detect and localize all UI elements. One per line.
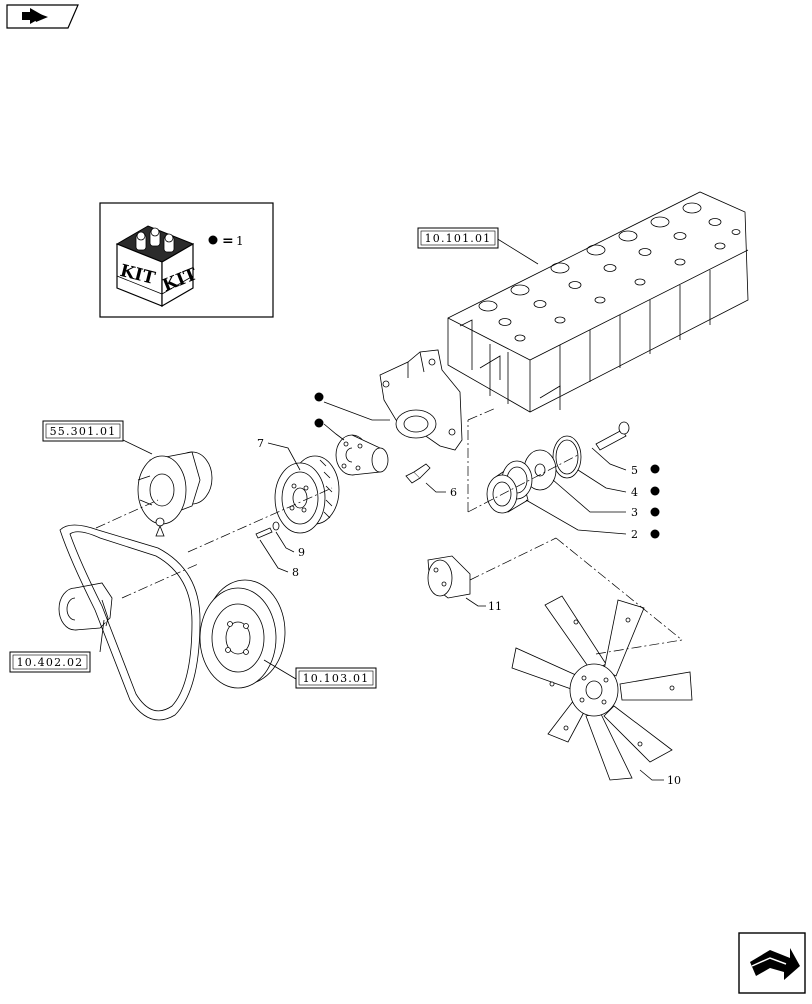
fan-hub-11-drawing: [427, 555, 471, 599]
callout-2: 2: [631, 528, 638, 541]
kit-legend: KIT KIT = 1: [99, 202, 274, 318]
bolt-5-drawing: [595, 421, 630, 451]
kit-dot-icon: [208, 235, 218, 245]
next-page-icon[interactable]: [738, 932, 806, 994]
kit-markers: [314, 392, 660, 539]
water-pump-body-drawing: [379, 349, 463, 451]
screw-8-washer-9-drawing: [255, 521, 280, 539]
snap-ring-4-drawing: [552, 435, 582, 479]
ref-label-cylinder-head: 10.101.01: [425, 232, 492, 245]
kit-box-icon: [115, 225, 195, 308]
kit-marker-dot-3: [650, 507, 660, 517]
fan-10-drawing: [511, 595, 693, 781]
pump-hub-drawing: [335, 434, 389, 476]
ref-label-water-pump: 10.402.02: [17, 656, 84, 669]
callout-11: 11: [488, 600, 502, 613]
previous-page-icon[interactable]: [6, 4, 79, 29]
ref-box-crankshaft-pulley[interactable]: 10.103.01: [295, 667, 377, 689]
poly-v-belt-drawing: [59, 524, 201, 721]
callout-10: 10: [667, 774, 681, 787]
pulley-7-drawing: [274, 455, 340, 534]
alternator-drawing: [137, 451, 213, 537]
ref-box-cylinder-head[interactable]: 10.101.01: [417, 227, 499, 249]
kit-legend-value: 1: [236, 234, 244, 248]
leader-lines: [99, 237, 664, 781]
callout-4: 4: [631, 486, 638, 499]
crankshaft-pulley-drawing: [199, 579, 286, 689]
kit-marker-dot-4: [650, 486, 660, 496]
callout-7: 7: [257, 437, 264, 450]
callout-3: 3: [631, 506, 638, 519]
bearing-2-drawing: [486, 460, 533, 514]
ref-label-alternator: 55.301.01: [50, 425, 117, 438]
kit-marker-dot-5: [650, 464, 660, 474]
assembly-centerlines: [95, 407, 683, 655]
kit-marker-dot-2: [650, 529, 660, 539]
callout-8: 8: [292, 566, 299, 579]
kit-marker-dot-hub: [314, 418, 324, 428]
callout-6: 6: [450, 486, 457, 499]
kit-marker-dot-pump-body: [314, 392, 324, 402]
ref-box-alternator[interactable]: 55.301.01: [42, 420, 124, 442]
cylinder-head-drawing: [447, 191, 749, 413]
ref-label-crankshaft-pulley: 10.103.01: [303, 672, 370, 685]
ref-box-water-pump[interactable]: 10.402.02: [9, 651, 91, 673]
screw-6-drawing: [405, 463, 431, 484]
callout-9: 9: [298, 546, 305, 559]
callout-5: 5: [631, 464, 638, 477]
kit-legend-equals: =: [222, 233, 234, 249]
